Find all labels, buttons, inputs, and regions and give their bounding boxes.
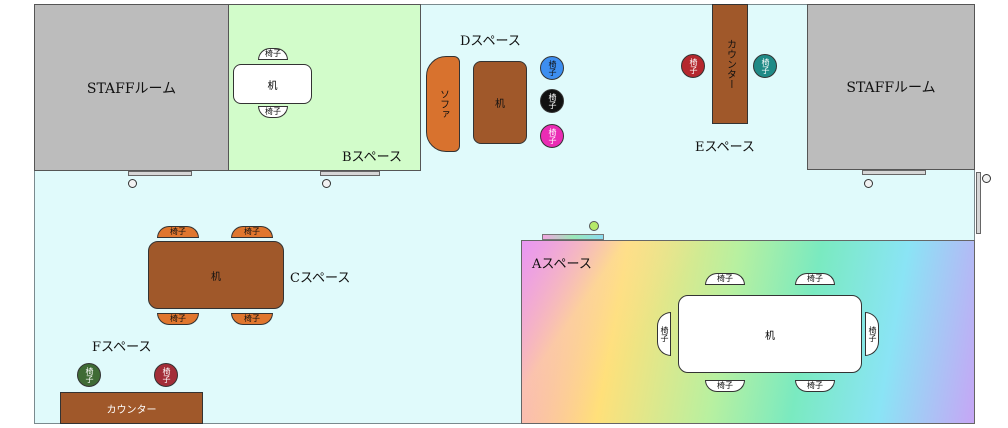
staff-right-door-knob (864, 179, 873, 188)
area-e-counter-label: カウンター (724, 39, 736, 89)
area-d-chair-blue-label: 椅子 (548, 60, 557, 76)
staff-left-door-knob (128, 179, 137, 188)
area-a-chair-bottom-left[interactable]: 椅子 (705, 380, 745, 392)
area-d-desk[interactable]: 机 (473, 61, 527, 144)
area-b-chair-bottom-label: 椅子 (265, 107, 281, 116)
area-a-chair-top-left-label: 椅子 (717, 274, 733, 283)
area-a-chair-bottom-right-label: 椅子 (807, 381, 823, 390)
area-f-chair-green-label: 椅子 (85, 367, 94, 383)
area-d-sofa-label: ソファ (437, 89, 449, 119)
area-e-chair-red-label: 椅子 (689, 58, 698, 74)
area-a-door-knob (589, 221, 599, 231)
area-e-chair-red[interactable]: 椅子 (681, 54, 705, 78)
area-a-door[interactable] (542, 234, 604, 240)
area-c-chair-bottom-left[interactable]: 椅子 (157, 313, 199, 325)
area-a-desk-label: 机 (765, 330, 775, 342)
area-a-chair-top-left[interactable]: 椅子 (705, 273, 745, 285)
area-c-chair-top-right-label: 椅子 (244, 227, 260, 236)
area-a-chair-left[interactable]: 椅子 (657, 312, 671, 356)
staff-left-door[interactable] (128, 171, 192, 176)
staff-room-left-label: STAFFルーム (86, 80, 177, 97)
area-f-chair-wine-label: 椅子 (162, 367, 171, 383)
area-c-chair-bottom-left-label: 椅子 (170, 314, 186, 323)
area-b-chair-top[interactable]: 椅子 (258, 48, 288, 60)
area-a-chair-left-label: 椅子 (660, 326, 669, 342)
area-c-label: Cスペース (290, 271, 351, 286)
area-b-desk-label: 机 (267, 80, 278, 92)
area-a-label: Aスペース (532, 257, 592, 272)
area-c-desk-label: 机 (211, 271, 221, 283)
area-a-chair-right-label: 椅子 (868, 326, 877, 342)
area-b-desk[interactable]: 机 (233, 64, 312, 104)
area-b-door[interactable] (320, 171, 380, 176)
area-b-chair-top-label: 椅子 (265, 49, 281, 58)
area-a-chair-top-right-label: 椅子 (807, 274, 823, 283)
area-a-chair-top-right[interactable]: 椅子 (795, 273, 835, 285)
area-c-chair-bottom-right-label: 椅子 (244, 314, 260, 323)
staff-right-door[interactable] (862, 170, 926, 175)
area-d-sofa[interactable]: ソファ (426, 56, 460, 152)
area-c-chair-bottom-right[interactable]: 椅子 (231, 313, 273, 325)
area-b-label: Bスペース (342, 150, 402, 165)
staff-room-left[interactable]: STAFFルーム (34, 4, 229, 171)
area-c-desk[interactable]: 机 (148, 241, 284, 309)
side-door-knob (982, 174, 991, 183)
area-a-chair-bottom-right[interactable]: 椅子 (795, 380, 835, 392)
side-door[interactable] (976, 172, 981, 234)
area-f-counter-label: カウンター (106, 404, 157, 416)
area-e-chair-teal-label: 椅子 (761, 58, 770, 74)
staff-room-right-label: STAFFルーム (846, 80, 936, 96)
staff-room-right[interactable]: STAFFルーム (807, 4, 975, 170)
area-a-chair-bottom-left-label: 椅子 (717, 381, 733, 390)
area-f-counter[interactable]: カウンター (60, 392, 203, 424)
area-c-chair-top-left-label: 椅子 (170, 227, 186, 236)
area-e-counter[interactable]: カウンター (712, 4, 748, 124)
area-d-chair-blue[interactable]: 椅子 (540, 56, 564, 80)
area-d-desk-label: 机 (495, 99, 505, 110)
area-d-chair-magenta-label: 椅子 (548, 128, 557, 144)
area-f-label: Fスペース (92, 340, 152, 355)
area-d-chair-black[interactable]: 椅子 (540, 89, 564, 113)
area-a-desk[interactable]: 机 (678, 295, 862, 373)
area-d-label: Dスペース (460, 34, 521, 49)
area-d-chair-black-label: 椅子 (548, 93, 557, 109)
area-e-chair-teal[interactable]: 椅子 (753, 54, 777, 78)
area-f-chair-green[interactable]: 椅子 (77, 363, 101, 387)
area-e-label: Eスペース (695, 140, 755, 155)
area-c-chair-top-left[interactable]: 椅子 (157, 226, 199, 238)
area-d-chair-magenta[interactable]: 椅子 (540, 124, 564, 148)
area-c-chair-top-right[interactable]: 椅子 (231, 226, 273, 238)
area-f-chair-wine[interactable]: 椅子 (154, 363, 178, 387)
area-b-door-knob (322, 179, 331, 188)
